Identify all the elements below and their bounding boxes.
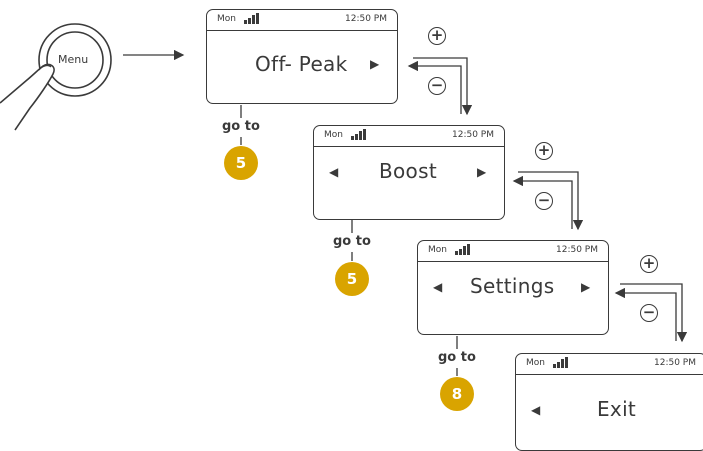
- screen-title: Boost: [379, 159, 437, 183]
- goto-label: go to: [222, 119, 260, 134]
- goto-label: go to: [333, 234, 371, 249]
- screen-boost: Mon 12:50 PM ◀ Boost ▶: [313, 125, 505, 220]
- status-bar: Mon 12:50 PM: [314, 126, 504, 147]
- screen-exit: Mon 12:50 PM ◀ Exit: [515, 353, 703, 451]
- arrow-right-icon[interactable]: ▶: [581, 280, 591, 294]
- screen-off-peak: Mon 12:50 PM Off- Peak ▶: [206, 9, 398, 104]
- menu-button[interactable]: Menu: [58, 53, 89, 66]
- time-label: 12:50 PM: [556, 245, 598, 255]
- status-bar: Mon 12:50 PM: [207, 10, 397, 31]
- plus-icon[interactable]: +: [535, 142, 553, 160]
- time-label: 12:50 PM: [345, 14, 387, 24]
- day-label: Mon: [324, 130, 343, 140]
- goto-label: go to: [438, 350, 476, 365]
- goto-badge[interactable]: 8: [440, 377, 474, 411]
- menu-dial-icon: [38, 23, 112, 97]
- arrow-right-icon[interactable]: ▶: [370, 57, 380, 71]
- screen-title: Settings: [470, 274, 555, 298]
- screen-settings: Mon 12:50 PM ◀ Settings ▶: [417, 240, 609, 335]
- status-bar: Mon 12:50 PM: [418, 241, 608, 262]
- day-label: Mon: [428, 245, 447, 255]
- arrow-left-icon[interactable]: ◀: [433, 280, 443, 294]
- minus-icon[interactable]: −: [428, 77, 446, 95]
- day-label: Mon: [526, 358, 545, 368]
- screen-title: Off- Peak: [255, 52, 348, 76]
- status-bar: Mon 12:50 PM: [516, 354, 703, 375]
- plus-icon[interactable]: +: [640, 255, 658, 273]
- minus-icon[interactable]: −: [535, 192, 553, 210]
- day-label: Mon: [217, 14, 236, 24]
- time-label: 12:50 PM: [452, 130, 494, 140]
- plus-icon[interactable]: +: [428, 27, 446, 45]
- minus-icon[interactable]: −: [640, 304, 658, 322]
- arrow-right-icon[interactable]: ▶: [477, 165, 487, 179]
- time-label: 12:50 PM: [654, 358, 696, 368]
- goto-badge[interactable]: 5: [335, 262, 369, 296]
- arrow-left-icon[interactable]: ◀: [329, 165, 339, 179]
- goto-badge[interactable]: 5: [224, 146, 258, 180]
- hand-pointer-icon: [0, 63, 55, 131]
- arrow-left-icon[interactable]: ◀: [531, 403, 541, 417]
- screen-title: Exit: [597, 397, 637, 421]
